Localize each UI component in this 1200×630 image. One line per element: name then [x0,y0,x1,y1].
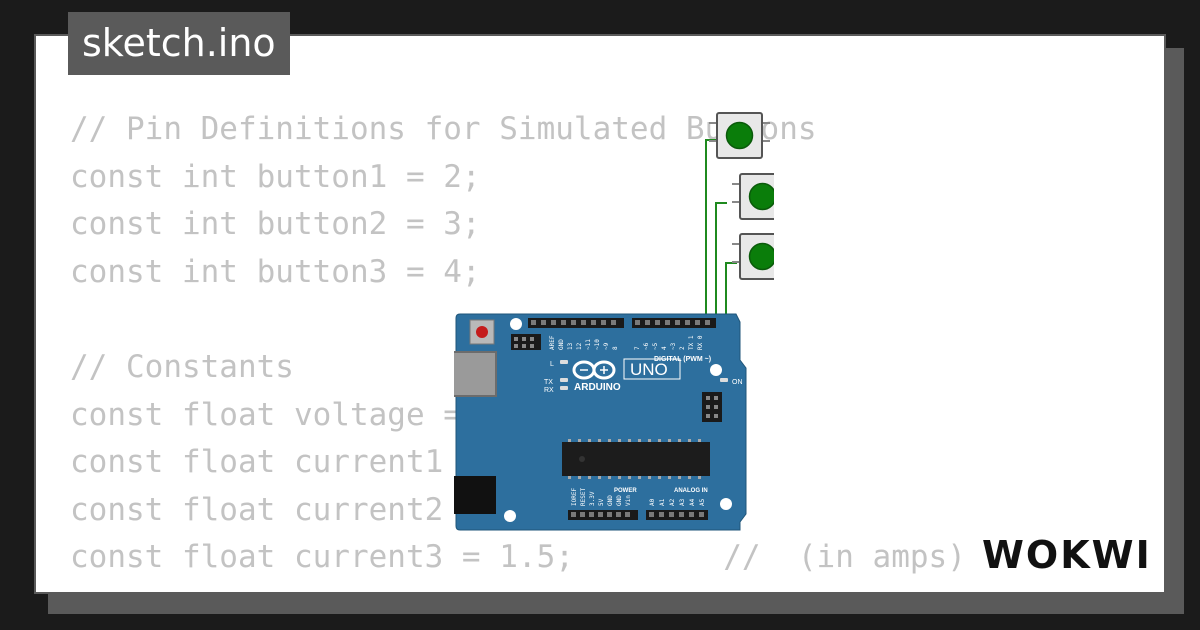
digital-header [528,318,716,328]
led-on [720,378,728,382]
pushbutton-1[interactable] [709,112,770,159]
pin-label: ~10 [594,339,601,350]
code-line: const float current3 = 1.5; // (in amps) [70,539,966,576]
brand-text: ARDUINO [574,382,621,393]
pin-label: IOREF [571,488,578,506]
pin-label: RX 0 [697,335,704,350]
pushbutton-3[interactable] [732,233,774,280]
led-label-tx: TX [544,379,553,386]
analog-header-label: ANALOG IN [674,488,708,494]
wokwi-logo-text: WOKWI [982,533,1152,577]
power-analog-header [568,510,708,520]
pin-label: ~6 [643,342,650,350]
button-cap [748,182,774,211]
led-rx [560,386,568,390]
led-label-l: L [550,361,554,368]
wires [705,139,737,314]
code-line: const int button3 = 4; [70,253,481,290]
arduino-logo [572,360,616,380]
pin-label: GND [607,495,614,506]
power-jack [454,476,496,514]
pin-label: 13 [567,342,574,350]
circuit-diagram: AREF GND 13 12 ~11 ~10 ~9 8 7 ~6 ~5 4 ~3… [454,112,774,531]
code-line: const int button1 = 2; [70,158,481,195]
code-listing: // Pin Definitions for Simulated Buttons… [70,106,966,582]
button-cap [725,121,754,150]
pin-label: A3 [679,498,686,506]
wire-button2 [715,202,727,314]
power-header-label: POWER [614,488,637,494]
pin-label: GND [558,339,565,350]
pin-label: TX 1 [688,335,695,350]
code-line: const int button2 = 3; [70,206,481,243]
pin-label: A2 [669,498,676,506]
led-label-on: ON [732,379,743,386]
pin-label: 7 [634,346,641,350]
led-l [560,360,568,364]
file-name-tag: sketch.ino [68,12,290,75]
pin-label: AREF [549,335,556,350]
arduino-uno-board[interactable]: AREF GND 13 12 ~11 ~10 ~9 8 7 ~6 ~5 4 ~3… [454,313,747,531]
led-label-rx: RX [544,387,554,394]
pin-label: A5 [699,498,706,506]
pin-label: A1 [659,498,666,506]
pin-label: 12 [576,342,583,350]
pin-label: ~5 [652,342,659,350]
pin-label: 8 [612,346,619,350]
pin-label: 4 [661,346,668,350]
pin-label: ~11 [585,339,592,350]
button-cap [748,242,774,271]
microcontroller-chip [562,442,710,476]
code-line: // Pin Definitions for Simulated Buttons [70,111,817,147]
code-line: // Constants [70,348,294,385]
pin-label: Vin [625,495,632,506]
model-badge [623,358,681,380]
pin-label: ~9 [603,342,610,350]
wokwi-logo: WOKWI [982,533,1152,577]
pin-label: 2 [679,346,686,350]
pushbutton-2[interactable] [732,173,774,220]
pin-label: A4 [689,498,696,506]
pin-label: ~3 [670,342,677,350]
digital-header-label: DIGITAL (PWM ~) [654,356,711,363]
pin-label: RESET [580,488,587,506]
pin-label: 5V [598,498,605,506]
preview-card: // Pin Definitions for Simulated Buttons… [34,34,1166,594]
model-text: UNO [630,360,668,379]
pin-label: A0 [649,498,656,506]
pin-label: GND [616,495,623,506]
wire-button3 [725,262,737,314]
led-tx [560,378,568,382]
usb-connector [454,351,497,397]
pin-label: 3.3V [589,491,596,506]
